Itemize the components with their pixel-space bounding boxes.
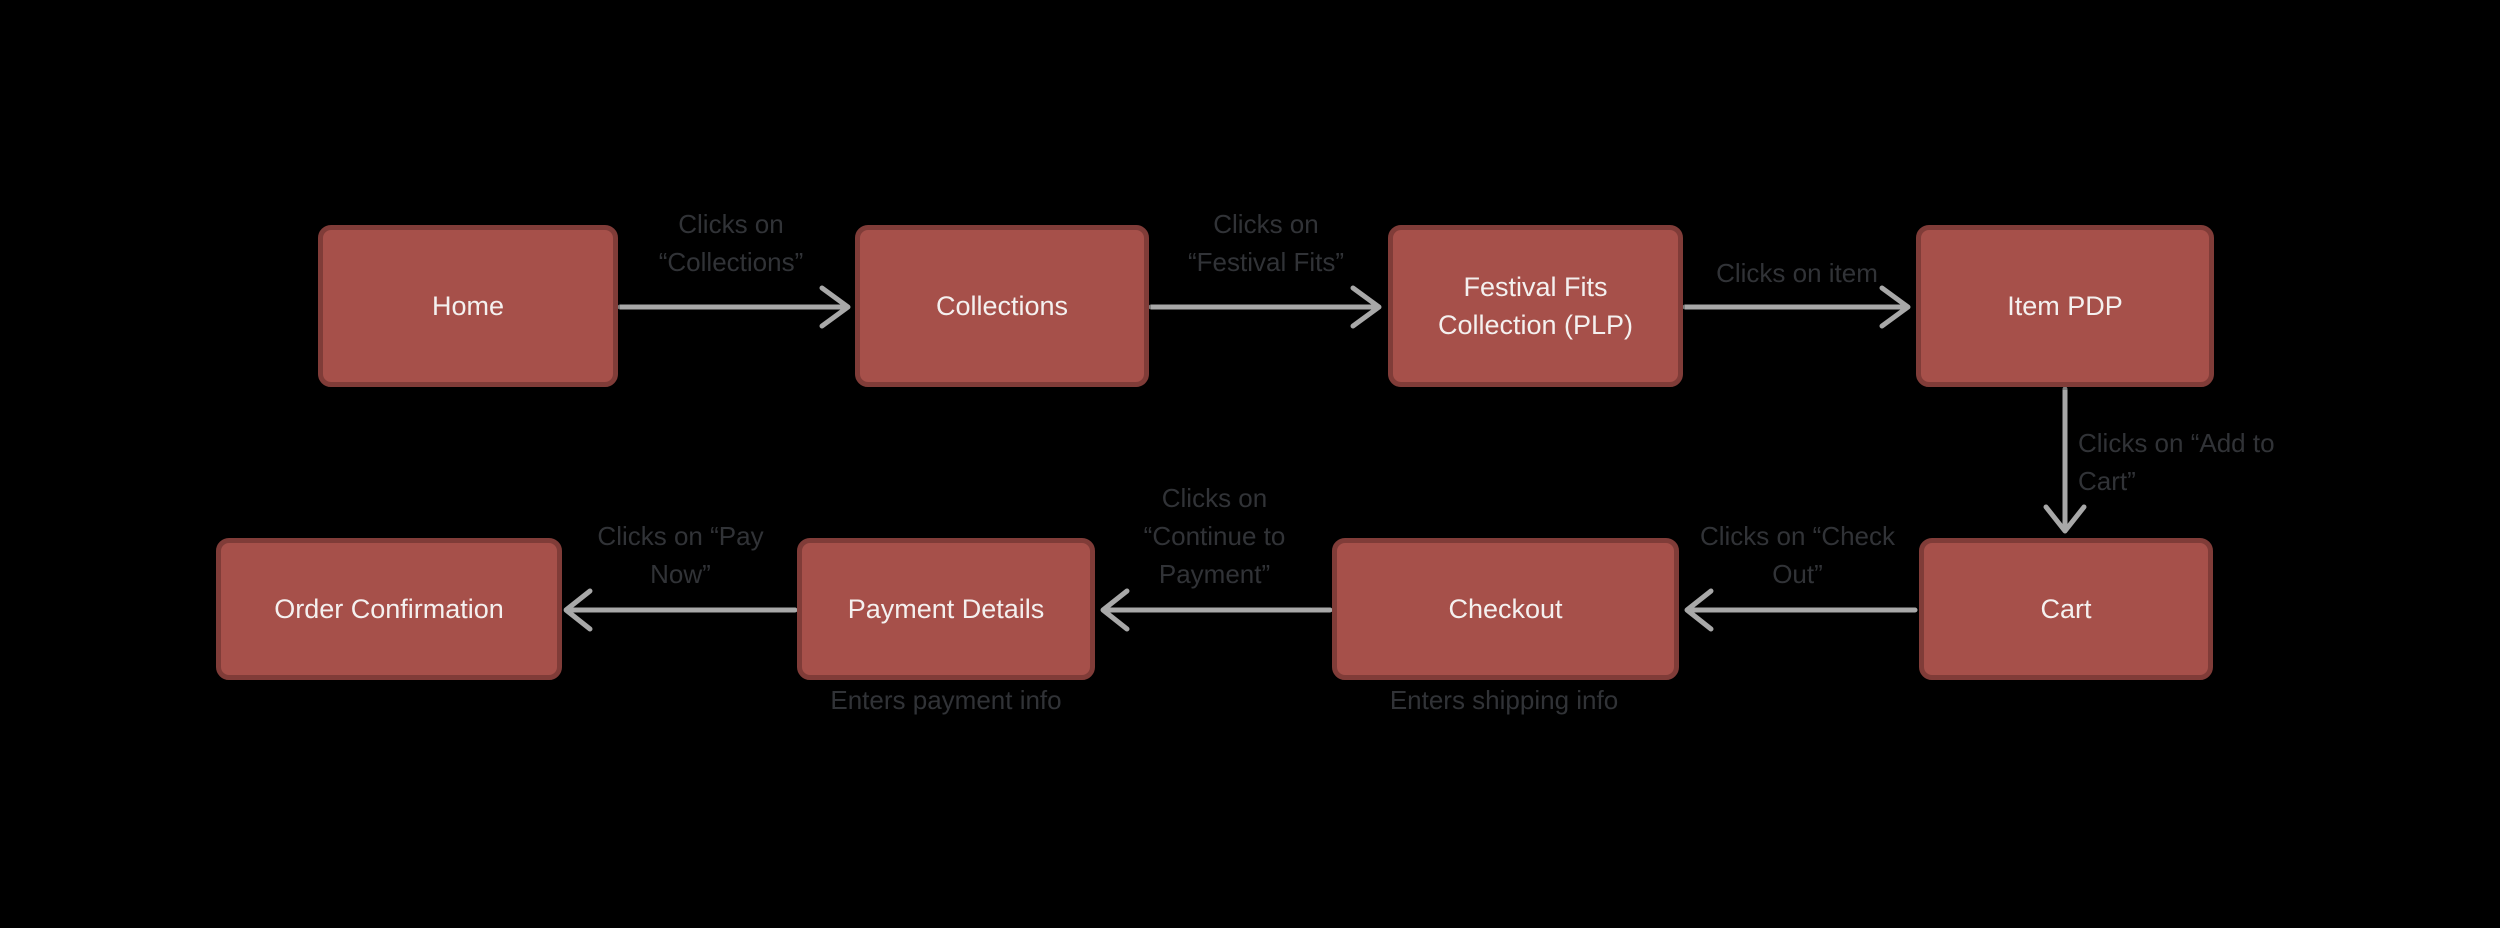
arrow-item-pdp-to-cart <box>2043 386 2087 534</box>
node-festival-fits-plp-label: Festival Fits Collection (PLP) <box>1437 272 1634 340</box>
node-checkout[interactable]: Checkout <box>1332 538 1679 680</box>
node-home[interactable]: Home <box>318 225 618 387</box>
node-order-confirmation-label: Order Confirmation <box>274 594 504 624</box>
node-cart[interactable]: Cart <box>1919 538 2213 680</box>
note-enters-shipping-info: Enters shipping info <box>1389 685 1619 715</box>
arrow-home-to-collections <box>617 285 851 329</box>
edge-label-clicks-pay-now: Clicks on “Pay Now” <box>597 521 764 589</box>
node-item-pdp[interactable]: Item PDP <box>1916 225 2214 387</box>
node-home-label: Home <box>431 291 505 321</box>
arrow-festival-fits-to-item-pdp <box>1682 285 1911 329</box>
arrow-checkout-to-payment-details <box>1100 588 1333 632</box>
arrow-cart-to-checkout <box>1684 588 1918 632</box>
node-item-pdp-label: Item PDP <box>2007 291 2123 321</box>
node-collections[interactable]: Collections <box>855 225 1149 387</box>
edge-label-clicks-item: Clicks on item <box>1716 258 1878 288</box>
node-collections-label: Collections <box>935 291 1069 321</box>
edge-label-clicks-collections: Clicks on “Collections” <box>658 209 804 277</box>
node-checkout-label: Checkout <box>1448 594 1563 624</box>
node-payment-details-label: Payment Details <box>847 594 1045 624</box>
edge-label-clicks-check-out: Clicks on “Check Out” <box>1699 521 1896 589</box>
edge-label-clicks-add-to-cart: Clicks on “Add to Cart” <box>2078 428 2275 496</box>
note-enters-payment-info: Enters payment info <box>830 685 1062 715</box>
edge-label-clicks-continue-to-payment: Clicks on “Continue to Payment” <box>1143 483 1286 589</box>
arrow-payment-details-to-order-confirmation <box>563 588 798 632</box>
node-festival-fits-plp[interactable]: Festival Fits Collection (PLP) <box>1388 225 1683 387</box>
node-payment-details[interactable]: Payment Details <box>797 538 1095 680</box>
arrow-collections-to-festival-fits <box>1148 285 1382 329</box>
node-cart-label: Cart <box>2040 594 2092 624</box>
node-order-confirmation[interactable]: Order Confirmation <box>216 538 562 680</box>
edge-label-clicks-festival-fits: Clicks on “Festival Fits” <box>1188 209 1344 277</box>
